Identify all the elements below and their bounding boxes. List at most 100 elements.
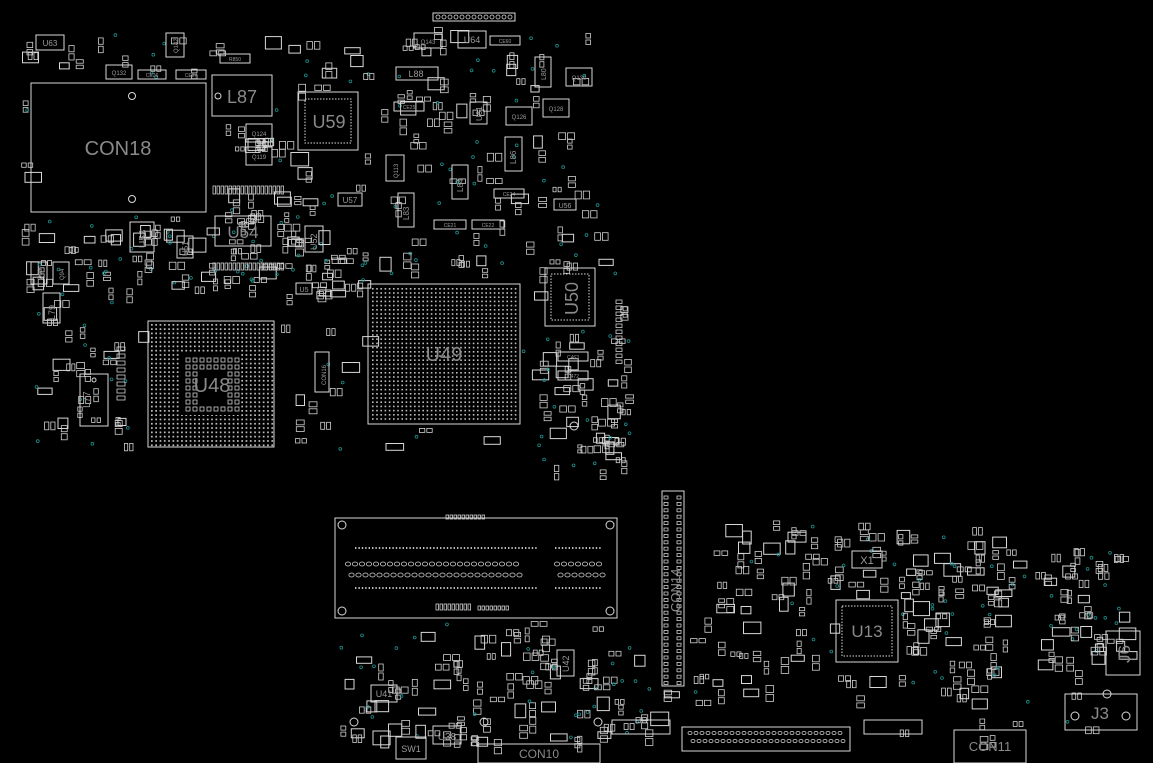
q128-component[interactable]: Q128 bbox=[542, 98, 570, 118]
q142-component[interactable]: Q142 bbox=[165, 32, 185, 58]
ce21-label: CE21 bbox=[444, 223, 457, 229]
q130-label: Q130 bbox=[572, 76, 587, 82]
ce24-component[interactable]: CE24 bbox=[493, 188, 525, 199]
con14-component[interactable]: CON14 bbox=[661, 490, 685, 687]
q126-label: Q126 bbox=[512, 115, 527, 121]
q126-component[interactable]: Q126 bbox=[505, 106, 533, 126]
l84-component[interactable]: L84 bbox=[451, 164, 469, 200]
c472-label: C472 bbox=[567, 374, 579, 380]
con11-component[interactable]: CON11 bbox=[953, 729, 1027, 763]
ce26-component[interactable]: CE26 bbox=[137, 69, 167, 80]
j3-label: J3 bbox=[1091, 704, 1109, 723]
x1-component[interactable]: X1 bbox=[851, 550, 883, 569]
ce26-label: CE26 bbox=[146, 73, 159, 79]
sw1-component[interactable]: SW1 bbox=[395, 736, 427, 760]
u48-component[interactable]: U48 bbox=[147, 320, 275, 448]
j6-label: J6 bbox=[1115, 645, 1134, 663]
j6-component[interactable]: J6 bbox=[1105, 630, 1141, 676]
u13-label: U13 bbox=[851, 622, 882, 641]
u41-component[interactable]: U41 bbox=[370, 684, 398, 703]
j3-component[interactable]: J3 bbox=[1064, 693, 1138, 731]
ce60-component[interactable]: CE60 bbox=[489, 35, 521, 46]
u42-component[interactable]: U42 bbox=[556, 649, 575, 677]
u64-component[interactable]: U64 bbox=[457, 30, 487, 49]
c463-label: C463 bbox=[567, 355, 579, 361]
l79-component[interactable]: L79 bbox=[42, 292, 61, 324]
u38-label: U38 bbox=[438, 732, 457, 743]
q124-component[interactable]: Q124 bbox=[245, 123, 273, 143]
u59-label: U59 bbox=[312, 112, 345, 132]
u42-label: U42 bbox=[561, 655, 571, 672]
bottom-pad-strip-1 bbox=[611, 719, 671, 735]
ce24-label: CE24 bbox=[503, 192, 516, 198]
con18-label: CON18 bbox=[85, 138, 152, 160]
con16-component[interactable]: CON16 bbox=[314, 351, 330, 393]
bottom-pad-strip-2 bbox=[863, 719, 923, 735]
u53-component[interactable]: U53 bbox=[129, 221, 155, 253]
q119-component[interactable]: Q119 bbox=[245, 146, 273, 166]
u61-label: U61 bbox=[475, 106, 484, 121]
u63-component[interactable]: U63 bbox=[35, 34, 65, 51]
u57-label: U57 bbox=[343, 196, 358, 205]
u38-component[interactable]: U38 bbox=[432, 725, 462, 745]
u52-label: U52 bbox=[309, 233, 319, 250]
l83-component[interactable]: L83 bbox=[397, 192, 415, 228]
u51-component[interactable]: U51 bbox=[176, 235, 194, 259]
q93-label: Q93 bbox=[38, 268, 44, 280]
l84-label: L84 bbox=[456, 178, 465, 192]
u54-component[interactable]: U54 bbox=[214, 215, 272, 247]
q143-component[interactable]: Q143 bbox=[413, 32, 443, 49]
c463-component[interactable]: C463 bbox=[557, 351, 589, 362]
u49-component[interactable]: U49 bbox=[367, 283, 521, 425]
q119-label: Q119 bbox=[252, 155, 267, 161]
q130-component[interactable]: Q130 bbox=[565, 67, 593, 87]
q113-component[interactable]: Q113 bbox=[385, 154, 405, 182]
q132-label: Q132 bbox=[112, 71, 127, 77]
memory-connector[interactable] bbox=[334, 514, 618, 619]
l86-component[interactable]: L86 bbox=[504, 136, 523, 172]
l88-component[interactable]: L88 bbox=[395, 66, 439, 81]
u64-label: U64 bbox=[464, 35, 481, 45]
l87-component[interactable]: L87 bbox=[211, 74, 273, 117]
con14-label: CON14 bbox=[668, 569, 683, 612]
ce25-component[interactable]: CE25 bbox=[393, 101, 425, 112]
con10-component[interactable]: CON10 bbox=[477, 743, 601, 763]
l79-label: L79 bbox=[47, 305, 57, 320]
u50-label: U50 bbox=[562, 282, 582, 315]
bottom-connector[interactable] bbox=[681, 726, 851, 752]
r850-component[interactable]: R850 bbox=[219, 53, 251, 64]
u59-component[interactable]: U59 bbox=[297, 91, 359, 151]
ce27-component[interactable]: CE27 bbox=[175, 69, 207, 80]
q94-label: Q94 bbox=[60, 268, 66, 280]
q94-component[interactable]: Q94 bbox=[52, 261, 70, 285]
u13-component[interactable]: U13 bbox=[835, 599, 899, 663]
u5-component[interactable]: U5 bbox=[295, 282, 313, 295]
q93-component[interactable]: Q93 bbox=[30, 261, 48, 285]
u61-component[interactable]: U61 bbox=[469, 101, 488, 125]
con18-component[interactable]: CON18 bbox=[30, 82, 207, 213]
u48-label: U48 bbox=[194, 375, 231, 397]
u63-label: U63 bbox=[43, 39, 58, 48]
u56-component[interactable]: U56 bbox=[553, 198, 577, 211]
ce27-label: CE27 bbox=[185, 73, 198, 79]
l86-label: L86 bbox=[509, 150, 518, 164]
ce25-label: CE25 bbox=[403, 105, 416, 111]
ce21-component[interactable]: CE21 bbox=[433, 219, 467, 230]
con11-label: CON11 bbox=[969, 739, 1011, 754]
l80-component[interactable]: L80 bbox=[534, 56, 552, 88]
u57-component[interactable]: U57 bbox=[337, 192, 363, 207]
l77-component[interactable]: L77 bbox=[79, 373, 109, 427]
u41-label: U41 bbox=[376, 689, 393, 699]
c472-component[interactable]: C472 bbox=[557, 370, 589, 381]
q124-label: Q124 bbox=[252, 132, 267, 138]
con16-label: CON16 bbox=[322, 364, 328, 385]
q132-component[interactable]: Q132 bbox=[105, 64, 133, 80]
u52-component[interactable]: U52 bbox=[304, 225, 324, 253]
top-header-strip bbox=[432, 12, 516, 22]
u50-component[interactable]: U50 bbox=[544, 267, 596, 327]
l83-label: L83 bbox=[402, 206, 411, 220]
ce22-component[interactable]: CE22 bbox=[471, 219, 505, 230]
ce22-label: CE22 bbox=[482, 223, 495, 229]
u53-label: U53 bbox=[138, 229, 149, 248]
